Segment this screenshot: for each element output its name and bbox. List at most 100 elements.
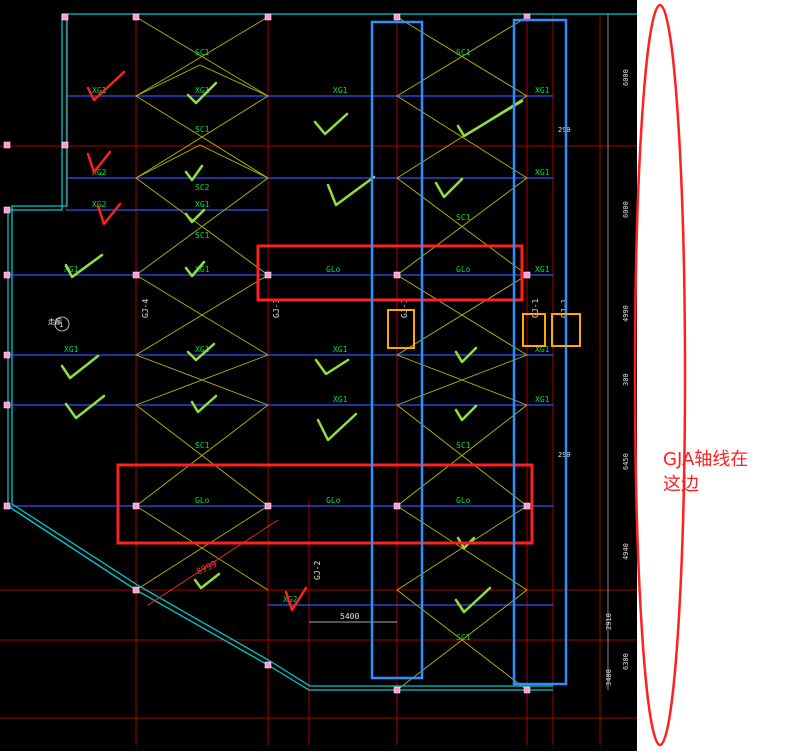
red-check-icon — [96, 202, 122, 226]
member-label: XG2 — [92, 168, 107, 177]
member-label: XG1 — [535, 265, 550, 274]
member-label: SC1 — [456, 213, 471, 222]
column-nodes — [3, 13, 531, 694]
axis-grid — [0, 14, 637, 745]
red-highlight-box — [256, 244, 524, 302]
beam-label: GLo — [456, 496, 471, 505]
column-label: GJ-2 — [313, 561, 322, 580]
axis-bubble-icon — [54, 316, 70, 332]
check-mark-icon — [434, 177, 464, 199]
member-label: SC1 — [195, 48, 210, 57]
member-label: SC1 — [456, 48, 471, 57]
check-mark-icon — [316, 412, 358, 442]
member-label: XG2 — [283, 595, 298, 604]
check-mark-icon — [454, 346, 478, 364]
member-label: XG1 — [195, 345, 210, 354]
column-label: GJ-4 — [141, 299, 150, 318]
member-label: XG1 — [64, 265, 79, 274]
member-labels: XG1 XG2 XG1 XG2 XG1 XG1 SC1 SC1 SC1 SC2 … — [64, 48, 550, 642]
member-label: SC1 — [195, 231, 210, 240]
member-label: XG1 — [535, 168, 550, 177]
member-label: XG1 — [333, 395, 348, 404]
bracing — [135, 16, 528, 691]
member-label: SC1 — [195, 125, 210, 134]
orange-highlight-box — [522, 313, 546, 347]
side-dimension: 4990 — [622, 305, 630, 322]
check-mark-icon — [64, 253, 104, 279]
member-label: SC1 — [456, 441, 471, 450]
member-label: SC2 — [195, 183, 210, 192]
highlight-boxes — [116, 18, 581, 686]
member-label: XG1 — [64, 345, 79, 354]
member-label: XG1 — [92, 86, 107, 95]
side-dimension: 6300 — [622, 653, 630, 670]
drawing-background — [0, 0, 637, 751]
side-dimension: 6000 — [622, 201, 630, 218]
side-dimension: 6450 — [622, 453, 630, 470]
member-label: XG1 — [333, 345, 348, 354]
red-highlight-box — [116, 463, 534, 545]
beam-label: GLo — [456, 265, 471, 274]
column-label: GJ-3 — [272, 299, 281, 318]
annotation-text: GJA轴线在 这边 — [663, 447, 773, 497]
check-mark-icon — [186, 81, 218, 105]
member-label: XG1 — [535, 395, 550, 404]
check-mark-icon — [314, 358, 350, 376]
blue-highlight-box — [370, 20, 424, 680]
member-label: XG1 — [535, 345, 550, 354]
member-label: XG1 — [195, 200, 210, 209]
check-mark-icon — [184, 260, 206, 278]
side-dimension: 6000 — [622, 69, 630, 86]
check-mark-icon — [184, 164, 204, 182]
column-label: GJ-1 — [400, 299, 409, 318]
dimension-label: 290 — [558, 451, 571, 459]
side-dimension: 4940 — [622, 543, 630, 560]
column-label: GJ-1 — [560, 299, 569, 318]
red-check-icon — [86, 70, 126, 102]
check-mark-icon — [64, 394, 106, 420]
side-dimension: 3400 — [605, 669, 613, 686]
orange-highlight-box — [551, 313, 581, 347]
red-ellipse-annotation — [633, 3, 687, 747]
member-label: XG1 — [333, 86, 348, 95]
side-dimensions: 6000 6000 4990 300 6450 4940 2910 3400 6… — [605, 14, 630, 690]
check-mark-icon — [193, 572, 221, 590]
member-label: XG2 — [92, 200, 107, 209]
beam-label: GLo — [326, 265, 341, 274]
side-dimension: 300 — [622, 373, 630, 386]
boundary-walls — [7, 13, 637, 691]
column-label: GJ-1 — [531, 299, 540, 318]
beam-labels: GLo GLo GLo GLo GLo — [195, 265, 471, 505]
dimension-label: 290 — [558, 126, 571, 134]
member-label: SC1 — [195, 441, 210, 450]
check-marks — [60, 81, 524, 614]
axis-marker-label: 走廊 — [48, 317, 62, 326]
check-mark-icon — [184, 208, 206, 224]
red-check-icon — [284, 586, 308, 612]
member-label: XG1 — [535, 86, 550, 95]
annotation-line: 这边 — [663, 474, 699, 495]
beam-label: GLo — [326, 496, 341, 505]
dimension-label: 5400 — [340, 612, 359, 621]
red-check-icon — [86, 150, 112, 174]
check-mark-icon — [456, 536, 476, 550]
member-label: XG1 — [195, 86, 210, 95]
check-mark-icon — [186, 342, 216, 362]
column-labels: GJ-4 GJ-3 GJ-1 GJ-1 GJ-1 GJ-2 — [141, 299, 569, 580]
check-mark-icon — [326, 175, 376, 207]
member-label: XG1 — [195, 265, 210, 274]
check-mark-icon — [60, 354, 100, 380]
check-mark-icon — [454, 404, 478, 422]
check-mark-icon — [313, 112, 349, 136]
annotation-line: GJA轴线在 — [663, 449, 749, 470]
side-dimension: 2910 — [605, 613, 613, 630]
beam-label: GLo — [195, 496, 210, 505]
check-mark-icon — [456, 99, 524, 138]
member-label: SC1 — [456, 633, 471, 642]
blue-highlight-box — [512, 18, 568, 686]
red-marks — [86, 70, 308, 612]
axis-marker-label: 1 — [59, 321, 63, 329]
check-mark-icon — [454, 586, 492, 614]
